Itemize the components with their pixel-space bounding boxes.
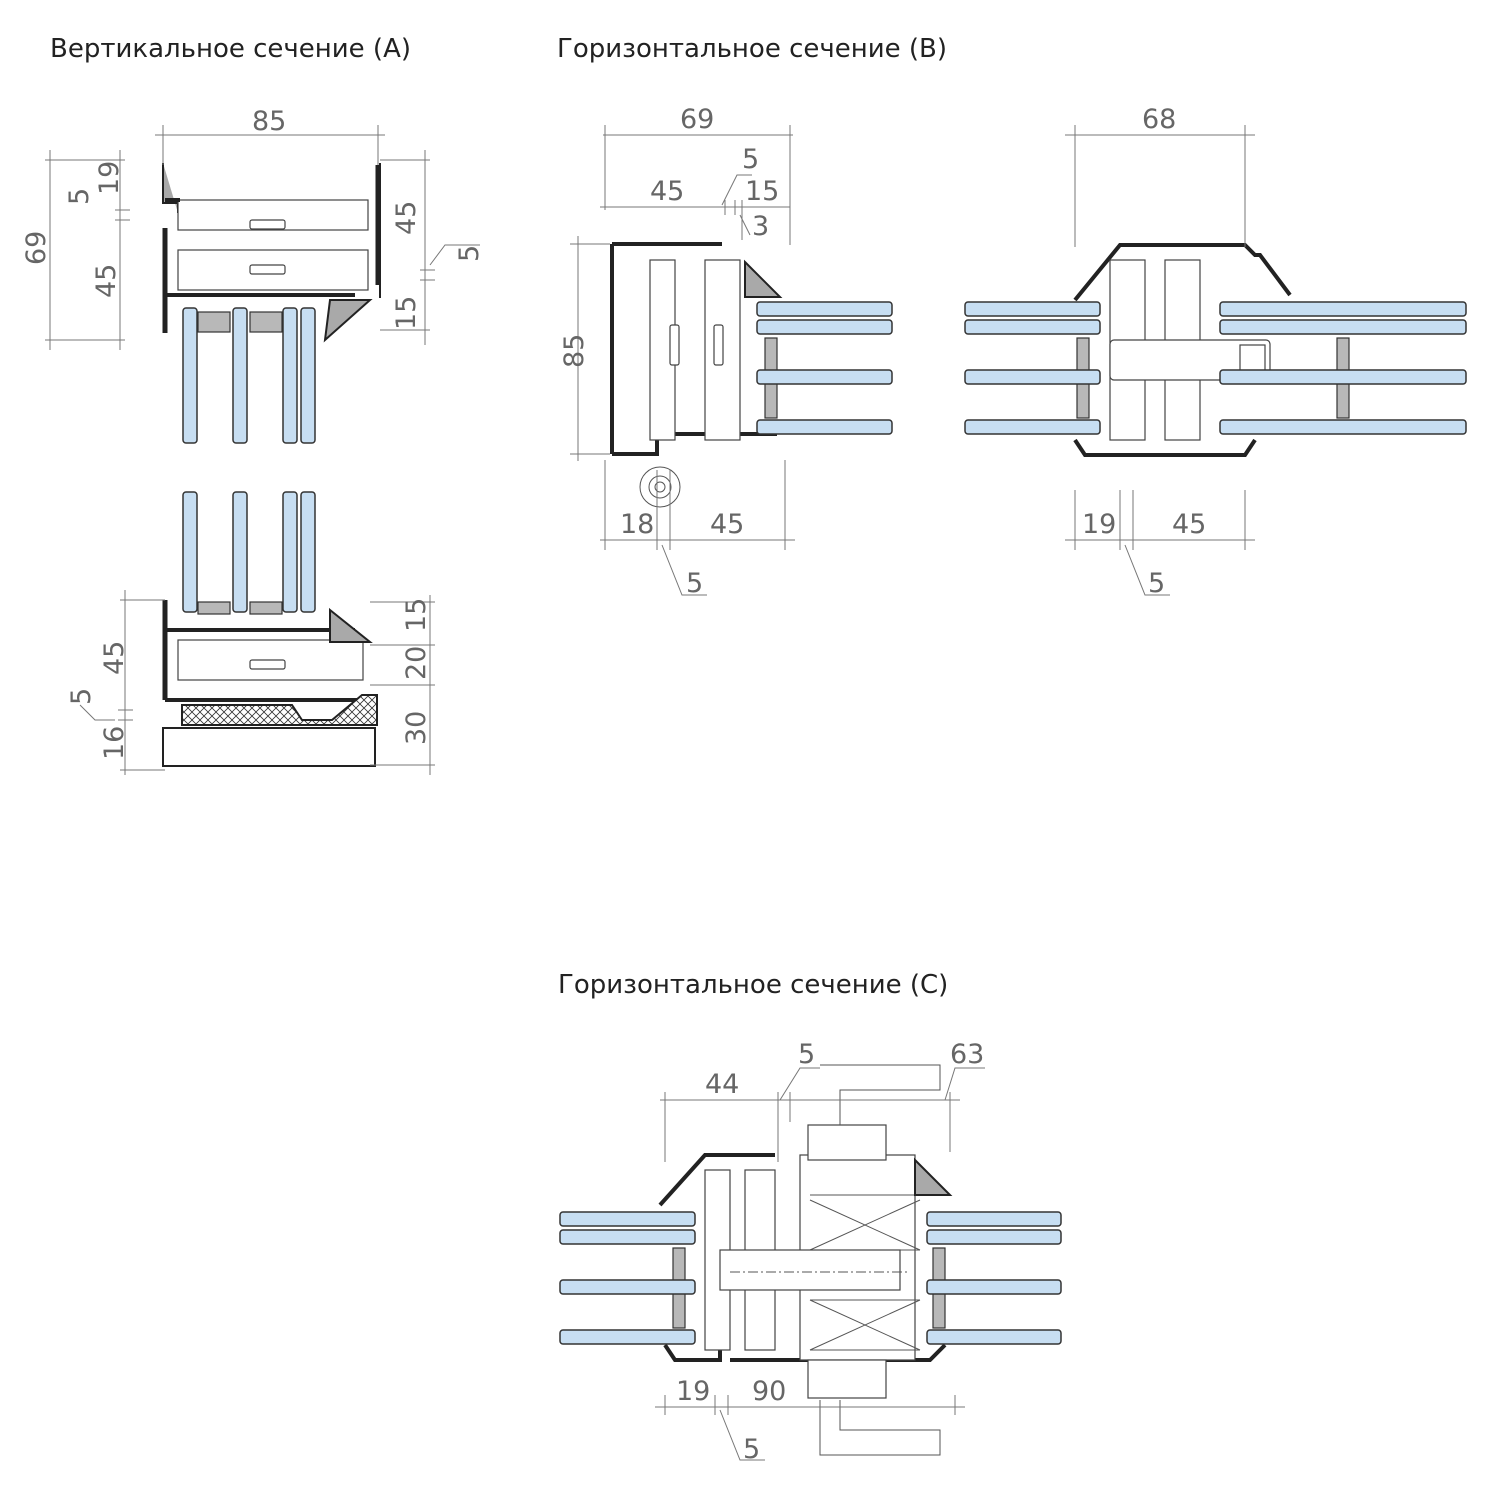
dimension-label: 45	[391, 201, 422, 235]
dimensions-b-left: 69 5 45 15 3 85 18 45 5	[559, 104, 795, 599]
dimension-label: 5	[454, 245, 485, 262]
dimension-label: 5	[1148, 568, 1165, 599]
dimension-label: 19	[94, 161, 125, 195]
dimension-label: 69	[680, 104, 714, 135]
dimension-label: 45	[91, 264, 122, 298]
dimension-label: 85	[559, 334, 590, 368]
dimensions-a-head: 85 69 5 19 45 45 5 15	[21, 106, 485, 350]
section-b-left	[610, 242, 893, 508]
dimension-label: 45	[710, 509, 744, 540]
section-a-head	[162, 163, 381, 444]
section-c	[559, 1064, 1062, 1456]
dimension-label: 45	[650, 176, 684, 207]
dimension-label: 20	[401, 646, 432, 680]
title-horizontal-section-c: Горизонтальное сечение (C)	[558, 970, 949, 1000]
dimension-label: 5	[686, 568, 703, 599]
dimension-label: 19	[676, 1376, 710, 1407]
dimension-label: 15	[391, 296, 422, 330]
title-vertical-section-a: Вертикальное сечение (A)	[50, 34, 412, 64]
section-a-sill	[162, 491, 378, 767]
dimensions-a-sill: 45 5 16 15 20 30	[66, 590, 435, 775]
section-b-right	[964, 243, 1467, 457]
dimension-label: 45	[99, 641, 130, 675]
dimension-label: 45	[1172, 509, 1206, 540]
dimension-label: 18	[620, 509, 654, 540]
dimension-label: 44	[705, 1069, 739, 1100]
dimension-label: 5	[64, 188, 95, 205]
dimension-label: 90	[752, 1376, 786, 1407]
dimension-label: 5	[743, 1434, 760, 1465]
dimension-label: 15	[401, 598, 432, 632]
dimension-label: 16	[99, 726, 130, 760]
dimension-label: 69	[21, 231, 52, 265]
dimension-label: 5	[66, 688, 97, 705]
dimensions-c: 44 5 63 19 90 5	[655, 1039, 985, 1465]
dimension-label: 5	[798, 1039, 815, 1070]
dimension-label: 63	[950, 1039, 984, 1070]
title-horizontal-section-b: Горизонтальное сечение (B)	[557, 34, 948, 64]
dimension-label: 3	[752, 211, 769, 242]
dimension-label: 68	[1142, 104, 1176, 135]
dimension-label: 5	[742, 144, 759, 175]
dimension-label: 30	[401, 711, 432, 745]
dimension-label: 85	[252, 106, 286, 137]
dimensions-b-right: 68 19 45 5	[1065, 104, 1255, 599]
dimension-label: 15	[745, 176, 779, 207]
dimension-label: 19	[1082, 509, 1116, 540]
